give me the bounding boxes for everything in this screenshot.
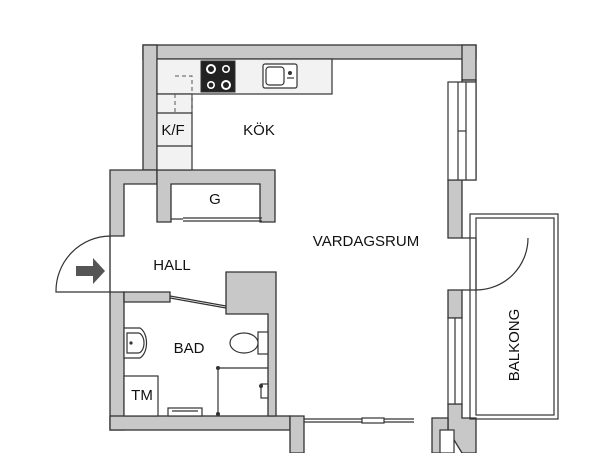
- washbasin-icon: [123, 327, 148, 359]
- wall-bottom-left: [109, 415, 291, 431]
- closet-g-doors: [171, 217, 262, 222]
- room-label-bad: BAD: [174, 340, 205, 357]
- balcony: [462, 213, 559, 420]
- entry-arrow-icon: [76, 258, 105, 284]
- room-label-balkong: BALKONG: [506, 309, 523, 382]
- sink-icon: [262, 63, 298, 89]
- room-label-kok: KÖK: [243, 121, 275, 139]
- counter-top: [156, 58, 333, 95]
- wall-closet-g: [156, 169, 276, 223]
- room-label-tm: TM: [131, 387, 153, 404]
- wall-hall-left-upper: [109, 169, 158, 237]
- walls: [109, 44, 477, 453]
- toilet-icon: [229, 331, 269, 355]
- window-bottom: [439, 429, 455, 453]
- wall-top: [142, 44, 477, 60]
- bath-floor-drain: [167, 407, 203, 417]
- balcony-door-swing: [475, 237, 529, 291]
- stove-icon: [200, 60, 236, 93]
- window-lower: [447, 317, 463, 405]
- wall-top-right: [461, 44, 477, 81]
- wall-right-middle: [447, 179, 463, 239]
- room-label-g: G: [209, 191, 221, 208]
- fridge-outline: [174, 75, 193, 113]
- wall-hall-left-lower: [109, 291, 125, 431]
- window-upper: [447, 81, 477, 181]
- entrance-door: [55, 235, 111, 293]
- living-sliding-door: [304, 417, 414, 424]
- wall-bath-top-left: [123, 291, 171, 303]
- shower-icon: [216, 366, 269, 416]
- bathroom-door: [169, 295, 227, 309]
- wall-bath-right: [225, 271, 277, 417]
- room-label-vardagsrum: VARDAGSRUM: [313, 233, 419, 250]
- room-label-kf: K/F: [161, 122, 184, 139]
- wall-right-lower: [447, 289, 463, 319]
- wall-kitchen-left: [142, 44, 158, 171]
- wall-bottom-stub: [289, 415, 305, 453]
- kitchen-counter: [156, 58, 333, 171]
- room-label-hall: HALL: [153, 257, 191, 274]
- tm-cabinet: [123, 375, 159, 417]
